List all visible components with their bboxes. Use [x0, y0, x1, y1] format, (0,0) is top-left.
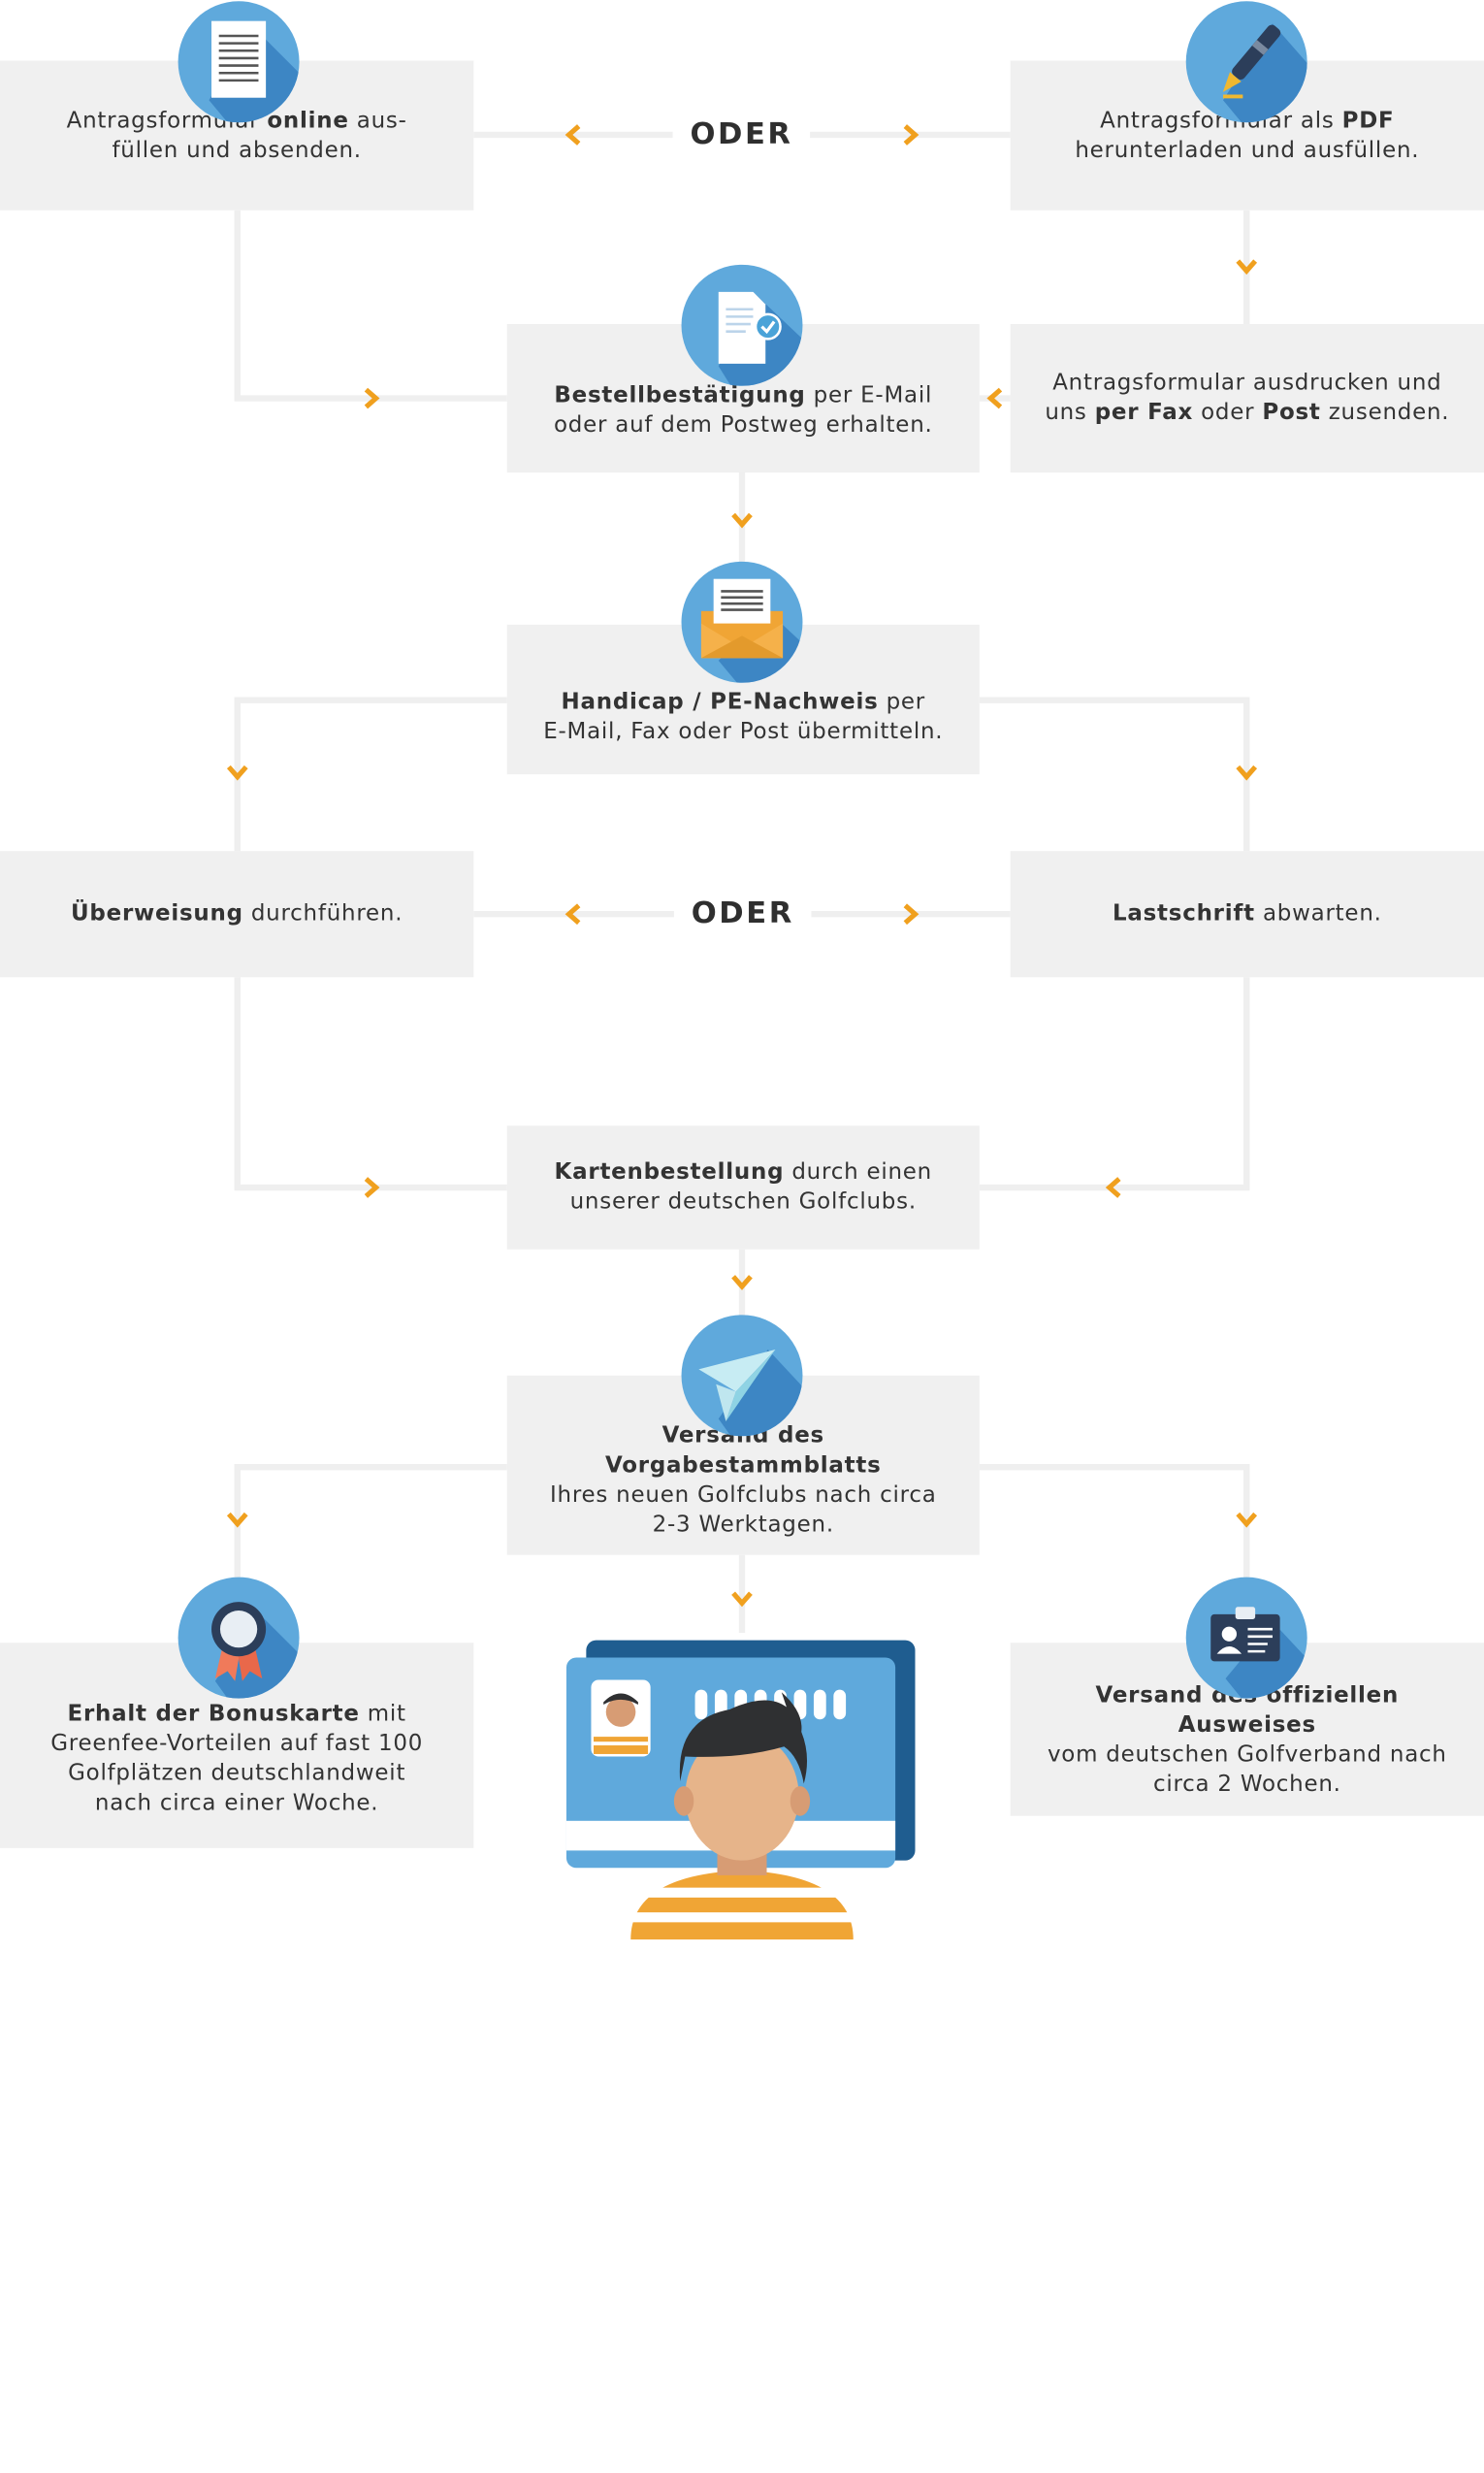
step-bank-transfer-text: Überweisung durchführen.: [71, 900, 403, 927]
arrow-down-icon: [731, 1275, 753, 1290]
confirmed-document-icon: [681, 264, 803, 386]
arrow-right-icon: [903, 903, 919, 926]
arrow-down-icon: [1236, 1512, 1258, 1528]
oder-label-middle: ODER: [673, 895, 812, 930]
award-ribbon-icon: [177, 1577, 300, 1699]
oder-label-top: ODER: [672, 115, 811, 151]
step-online-form: Antragsformular online aus- füllen und a…: [0, 60, 474, 211]
paper-plane-icon: [681, 1315, 803, 1437]
step-shipping-record: Versand des Vorgabestammblatts Ihres neu…: [506, 1375, 980, 1555]
arrow-right-icon: [364, 387, 380, 409]
arrow-down-icon: [226, 765, 248, 781]
arrow-down-icon: [731, 1591, 753, 1608]
arrow-right-icon: [903, 124, 919, 146]
arrow-down-icon: [1236, 765, 1258, 781]
step-bank-transfer: Überweisung durchführen.: [0, 851, 474, 978]
document-icon: [177, 1, 300, 123]
arrow-left-icon: [986, 387, 1003, 409]
step-card-order-text: Kartenbestellung durch einen unserer deu…: [554, 1158, 932, 1216]
arrow-left-icon: [1105, 1177, 1121, 1198]
step-handicap-proof-text: Handicap / PE-Nachweis per E-Mail, Fax o…: [543, 688, 944, 744]
step-direct-debit-text: Lastschrift abwarten.: [1112, 900, 1382, 927]
arrow-down-icon: [731, 512, 753, 529]
step-card-order: Kartenbestellung durch einen unserer deu…: [506, 1125, 980, 1250]
step-shipping-record-text: Versand des Vorgabestammblatts Ihres neu…: [549, 1421, 937, 1538]
envelope-icon: [681, 561, 803, 683]
arrow-right-icon: [364, 1177, 380, 1198]
step-bonus-card: Erhalt der Bonuskarte mit Greenfee-Vorte…: [0, 1643, 474, 1848]
golfer-id-card-illustration: [565, 1640, 916, 1940]
id-badge-icon: [1185, 1577, 1307, 1699]
arrow-down-icon: [1236, 259, 1258, 276]
arrow-left-icon: [565, 124, 581, 146]
arrow-left-icon: [565, 903, 581, 926]
step-official-id-text: Versand des offiziellen Ausweises vom de…: [1047, 1682, 1447, 1798]
pen-icon: [1185, 1, 1307, 123]
step-fax-post-text: Antragsformular ausdrucken und uns per F…: [1045, 370, 1450, 426]
step-bonus-card-text: Erhalt der Bonuskarte mit Greenfee-Vorte…: [50, 1701, 424, 1816]
step-fax-post: Antragsformular ausdrucken und uns per F…: [1010, 324, 1484, 473]
step-pdf-form-text: Antragsformular als PDF herunterladen un…: [1075, 107, 1420, 163]
step-order-confirmation-text: Bestellbestätigung per E-Mail oder auf d…: [553, 381, 933, 439]
step-online-form-text: Antragsformular online aus- füllen und a…: [66, 107, 407, 163]
arrow-down-icon: [226, 1512, 248, 1528]
step-direct-debit: Lastschrift abwarten.: [1010, 851, 1484, 978]
